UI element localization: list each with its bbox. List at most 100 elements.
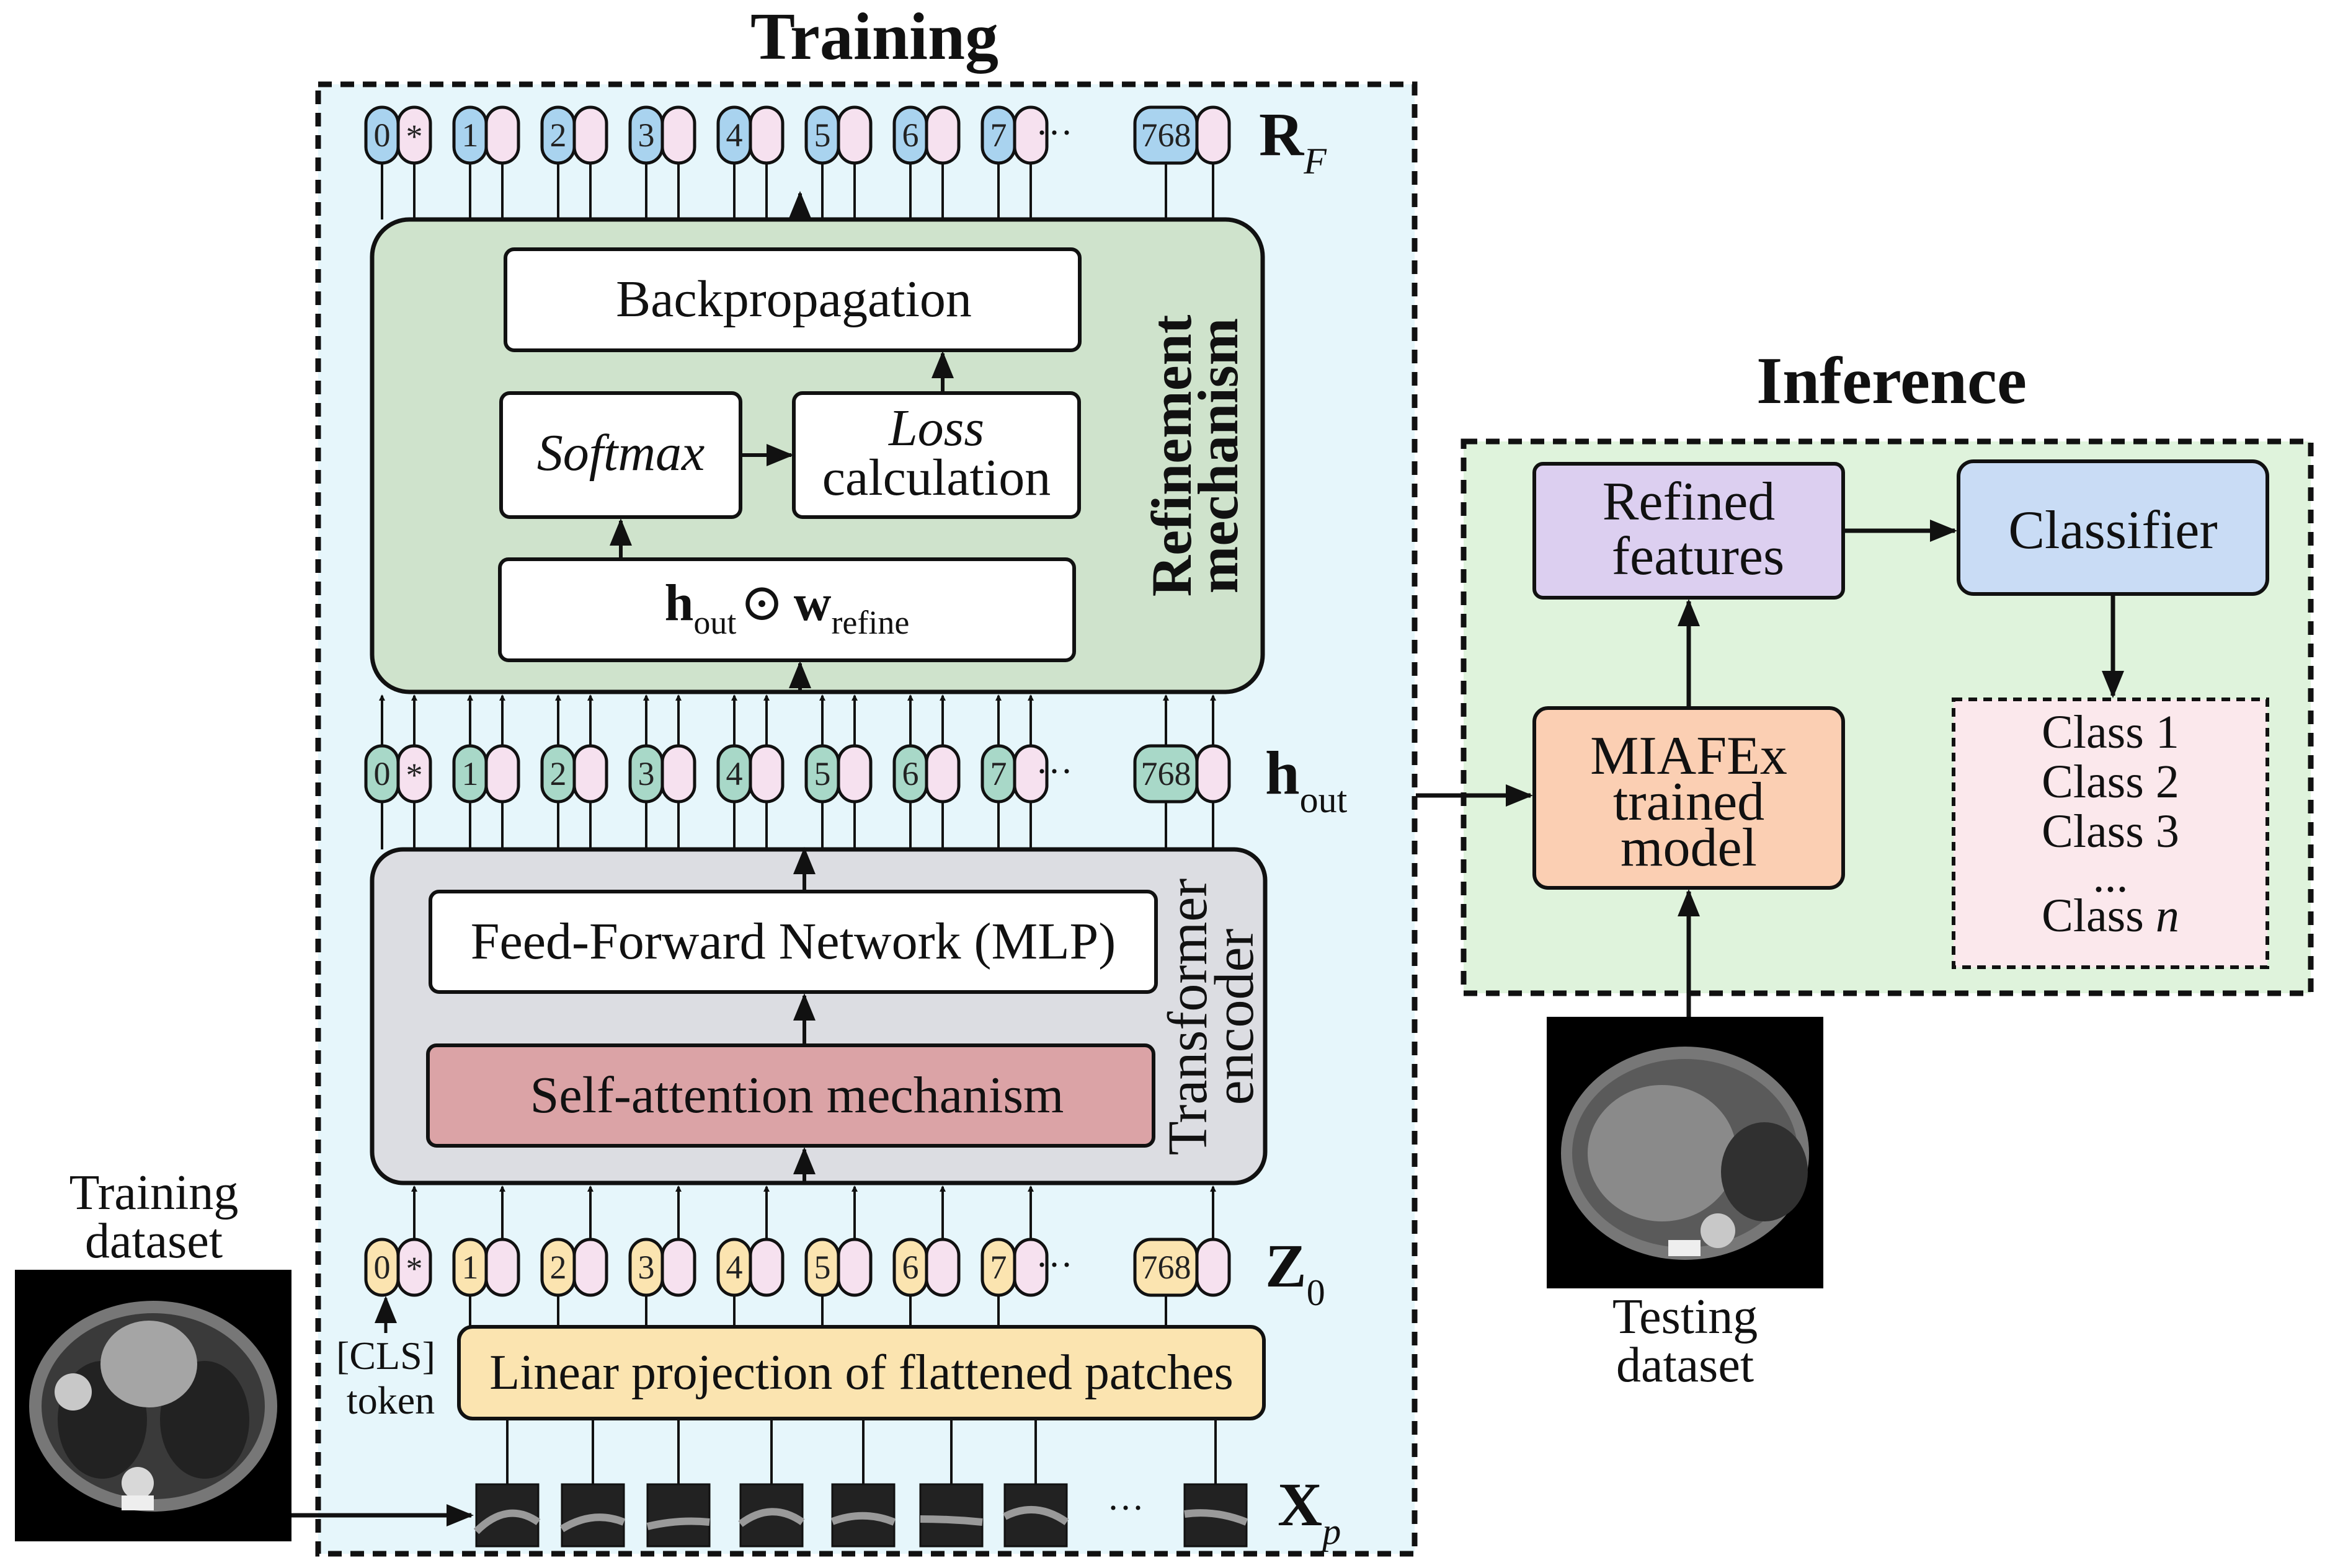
z0-cls-mark: * xyxy=(406,1250,423,1287)
rf-token-pair xyxy=(837,105,873,165)
loss-label-2: calculation xyxy=(822,449,1051,507)
refinement-label-2: mechanism xyxy=(1186,318,1250,594)
rf-token-label: 3 xyxy=(638,117,655,154)
rf-token-label: 0 xyxy=(374,117,391,154)
rf-token-pair xyxy=(925,105,961,165)
image-patch-texture xyxy=(1003,1505,1069,1525)
image-patch-texture xyxy=(559,1513,626,1533)
projection-label: Linear projection of flattened patches xyxy=(489,1345,1233,1400)
loss-label-1: Loss xyxy=(888,399,984,457)
z0-token-label: 0 xyxy=(374,1249,391,1286)
training-dataset-label-1: Training xyxy=(69,1166,239,1220)
model-label-2: trained xyxy=(1613,772,1764,832)
class-item: Class 3 xyxy=(2042,805,2179,857)
hout-token-pair xyxy=(749,744,785,804)
rf-token-pair xyxy=(1195,105,1231,165)
z0-token-pair xyxy=(925,1238,961,1297)
hout-token-pair xyxy=(925,744,961,804)
softmax-label: Softmax xyxy=(537,424,705,482)
hout-token-label: 768 xyxy=(1141,755,1191,792)
hw-box xyxy=(498,557,1076,662)
patch-row: ··· xyxy=(473,1419,1248,1548)
class-item: Class n xyxy=(2042,890,2179,942)
rf-token-label: 1 xyxy=(462,117,479,154)
z0-token-label: 7 xyxy=(990,1249,1007,1286)
z0-token-label: 1 xyxy=(462,1249,479,1286)
token-connectors xyxy=(379,163,1216,1327)
attention-box xyxy=(426,1043,1155,1148)
image-patch xyxy=(919,1483,984,1548)
rf-token-label: 4 xyxy=(726,117,743,154)
hout-token-label: 7 xyxy=(990,755,1007,792)
image-patch-texture xyxy=(830,1512,896,1526)
z0-token-pair xyxy=(1195,1238,1231,1297)
cls-token-label-2: token xyxy=(347,1378,435,1422)
hout-token-label: 0 xyxy=(374,755,391,792)
rf-ellipsis: ··· xyxy=(1036,112,1073,153)
hout-label: hout xyxy=(1265,738,1348,820)
refined-features-label-2: features xyxy=(1612,526,1784,587)
z0-token-label: 3 xyxy=(638,1249,655,1286)
hout-token-label: 4 xyxy=(726,755,743,792)
z0-token-pair xyxy=(484,1238,520,1297)
ffn-label: Feed-Forward Network (MLP) xyxy=(471,913,1116,970)
image-patch-texture xyxy=(646,1517,710,1530)
hout-token-pair xyxy=(572,744,608,804)
rf-token-label: 768 xyxy=(1141,117,1191,154)
rf-label: RF xyxy=(1259,100,1327,182)
z0-token-pair xyxy=(660,1238,696,1297)
backprop-label: Backpropagation xyxy=(616,270,972,328)
model-label-1: MIAFEx xyxy=(1590,726,1787,786)
z0-token-label: 6 xyxy=(902,1249,919,1286)
z0-token-pair xyxy=(837,1238,873,1297)
z0-token-label: 5 xyxy=(814,1249,831,1286)
ffn-box xyxy=(429,890,1158,994)
classes-box xyxy=(1952,698,2269,969)
rf-token-pair xyxy=(572,105,608,165)
image-patch-texture xyxy=(1184,1509,1248,1526)
transformer-label-1: Transformer xyxy=(1157,879,1219,1156)
training-title: Training xyxy=(750,0,998,74)
hout-token-pair xyxy=(837,744,873,804)
hout-token-label: 1 xyxy=(462,755,479,792)
z0-label: Z0 xyxy=(1265,1231,1325,1313)
class-item: Class 2 xyxy=(2042,756,2179,808)
image-patch-texture xyxy=(738,1508,805,1527)
rf-token-label: 7 xyxy=(990,117,1007,154)
attention-label: Self-attention mechanism xyxy=(530,1066,1064,1124)
hout-cls-mark: * xyxy=(406,756,423,794)
testing-dataset-label-1: Testing xyxy=(1612,1290,1758,1344)
class-item: Class 1 xyxy=(2042,706,2179,758)
xp-label: Xp xyxy=(1278,1470,1341,1552)
image-patch-texture xyxy=(473,1509,541,1535)
hout-token-label: 5 xyxy=(814,755,831,792)
backprop-box xyxy=(504,247,1082,352)
rf-token-label: 5 xyxy=(814,117,831,154)
classifier-label: Classifier xyxy=(2008,500,2217,560)
inference-title: Inference xyxy=(1756,344,2027,418)
hout-token-pair xyxy=(660,744,696,804)
hout-token-label: 6 xyxy=(902,755,919,792)
image-patch xyxy=(646,1483,711,1548)
rf-token-row: 0 * 1 2 3 4 5 6 7 768 ··· xyxy=(364,105,1231,165)
transformer-label-2: encoder xyxy=(1204,929,1265,1105)
projection-box xyxy=(457,1325,1266,1420)
z0-token-label: 2 xyxy=(550,1249,567,1286)
rf-token-label: 2 xyxy=(550,117,567,154)
hout-token-label: 3 xyxy=(638,755,655,792)
patch-ellipsis: ··· xyxy=(1107,1487,1144,1528)
z0-token-label: 768 xyxy=(1141,1249,1191,1286)
rf-cls-mark: * xyxy=(406,118,423,155)
z0-token-label: 4 xyxy=(726,1249,743,1286)
testing-ct-image xyxy=(1547,1017,1823,1288)
rf-token-pair xyxy=(660,105,696,165)
image-patch-texture xyxy=(920,1515,983,1526)
hout-ellipsis: ··· xyxy=(1036,751,1073,792)
rf-token-label: 6 xyxy=(902,117,919,154)
rf-token-pair xyxy=(749,105,785,165)
training-dataset-label-2: dataset xyxy=(85,1214,223,1269)
